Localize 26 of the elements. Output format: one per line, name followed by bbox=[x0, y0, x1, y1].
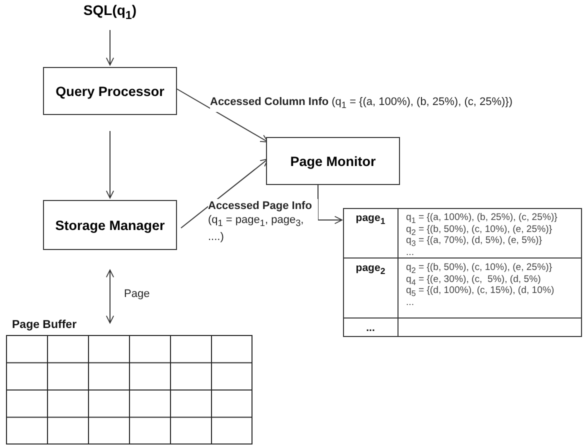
access-entry: q$_{5}$ = {(d, 100%), (c, 15%), (d, 10%) bbox=[406, 285, 554, 299]
access-entry: ... bbox=[406, 296, 414, 308]
arrow bbox=[106, 130, 114, 198]
arrow bbox=[180, 158, 268, 228]
page-label: page$_{2}$ bbox=[354, 263, 386, 278]
buffer-title: Page Buffer bbox=[12, 319, 77, 331]
access-entry: ... bbox=[406, 246, 414, 258]
process-box bbox=[43, 200, 177, 250]
access-entry: q$_{4}$ = {(e, 30%), (c, 5%), (d, 5%) bbox=[406, 274, 541, 286]
edge-label: Accessed Page Info (q$_{1}$ = page$_{1}$, page$_{3}$, ....) bbox=[208, 199, 318, 244]
access-entry: q$_{2}$ = {(b, 50%), (c, 10%), (e, 25%)} bbox=[406, 262, 552, 275]
input-label: SQL(q$_{1}$) bbox=[82, 2, 138, 22]
page-label: ... bbox=[365, 323, 376, 334]
arrow bbox=[106, 270, 114, 324]
box-title: Page Monitor bbox=[290, 154, 376, 168]
page-label: page$_{1}$ bbox=[354, 213, 386, 228]
arrow bbox=[176, 88, 268, 142]
box-title: Storage Manager bbox=[55, 218, 165, 232]
access-entry: q$_{3}$ = {(a, 70%), (d, 5%), (e, 5%)} bbox=[406, 235, 542, 249]
process-box bbox=[43, 67, 177, 115]
arrow bbox=[318, 184, 342, 224]
access-entry: q$_{1}$ = {(a, 100%), (b, 25%), (c, 25%)} bbox=[406, 212, 558, 225]
access-entry: q$_{2}$ = {(b, 50%), (c, 10%), (e, 25%)} bbox=[406, 224, 552, 236]
arrow bbox=[106, 30, 114, 66]
box-title: Query Processor bbox=[56, 84, 164, 98]
process-box bbox=[266, 137, 400, 185]
